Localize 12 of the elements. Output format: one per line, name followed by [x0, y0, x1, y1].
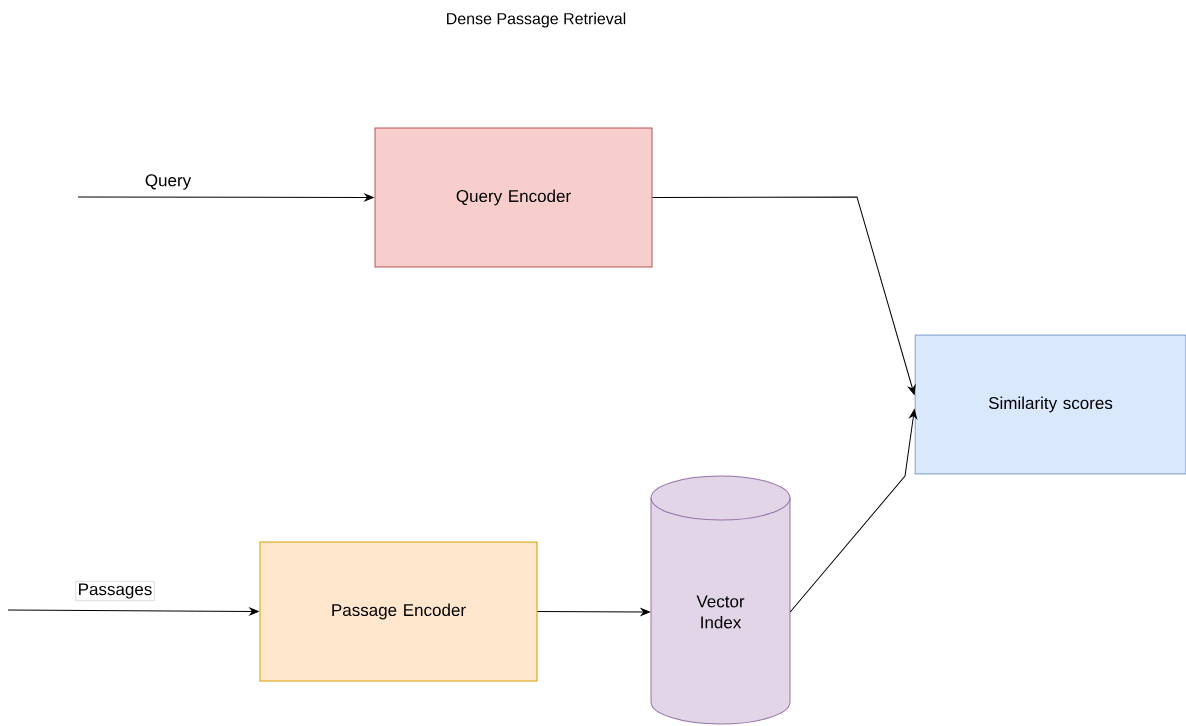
arrow	[537, 608, 650, 616]
arrow	[652, 196, 916, 395]
edge-label: Query	[145, 174, 192, 190]
title: Dense Passage Retrieval	[447, 12, 626, 28]
process-box: Similarity scores	[914, 334, 1186, 475]
process-box: Passage Encoder	[259, 541, 538, 682]
process-box: Query Encoder	[374, 127, 653, 268]
edge-label: Passages	[75, 581, 155, 601]
arrow	[789, 409, 917, 613]
database-cylinder: Vector Index	[650, 475, 791, 725]
arrow	[77, 193, 374, 202]
arrow	[7, 607, 259, 616]
